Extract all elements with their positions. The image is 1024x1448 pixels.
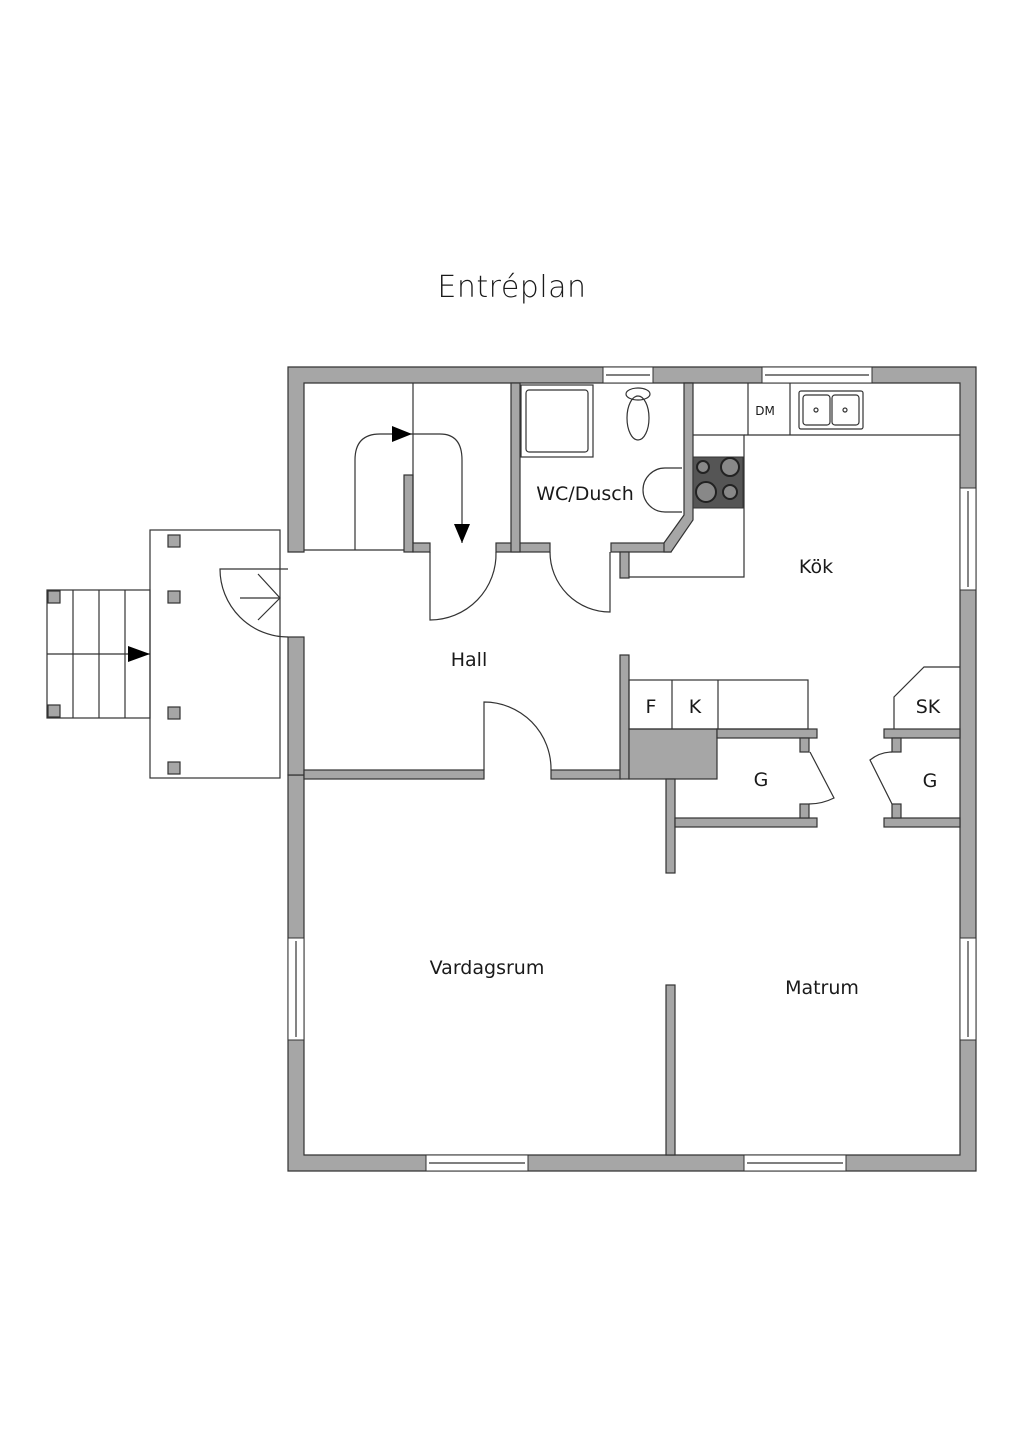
bathroom-fixtures <box>520 384 682 513</box>
label-cabinet-sk: SK <box>915 696 941 718</box>
cabinets <box>628 666 960 730</box>
doors <box>219 551 893 805</box>
outer-walls <box>287 366 977 1172</box>
label-freezer: F <box>645 696 657 718</box>
room-label-wc-dusch: WC/Dusch <box>536 483 634 505</box>
label-closet-g1: G <box>753 769 769 791</box>
kitchen-fixtures <box>629 383 960 578</box>
windows <box>287 366 977 1172</box>
room-label-matrum: Matrum <box>785 977 859 999</box>
room-label-kok: Kök <box>798 556 834 578</box>
plan-title: Entréplan <box>437 270 587 305</box>
label-closet-g2: G <box>922 770 938 792</box>
label-dishwasher: DM <box>755 404 775 418</box>
interior-walls <box>303 382 961 1156</box>
room-label-hall: Hall <box>450 649 488 671</box>
porch <box>46 529 281 779</box>
label-fridge: K <box>688 696 702 718</box>
room-label-vardagsrum: Vardagsrum <box>429 957 545 979</box>
inner-staircase <box>304 383 470 551</box>
